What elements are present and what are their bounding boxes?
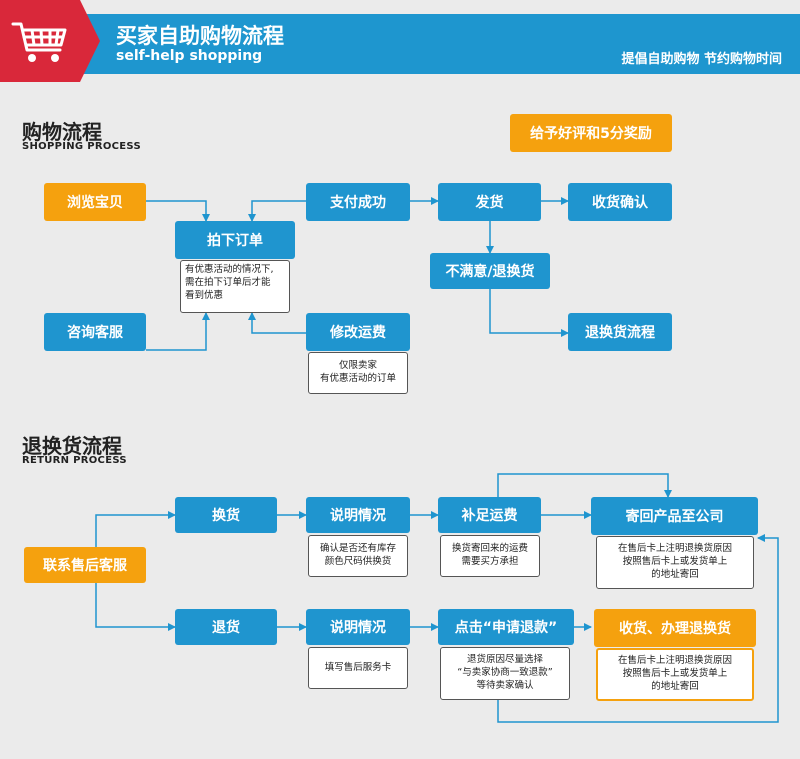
- receive-process-box: 收货、办理退换货: [594, 609, 756, 647]
- send-back-note: 在售后卡上注明退换货原因 按照售后卡上或发货单上 的地址寄回: [596, 536, 754, 589]
- send-back-note-line: 的地址寄回: [651, 568, 699, 580]
- header-slogan: 提倡自助购物 节约购物时间: [621, 52, 782, 67]
- reward-box: 给予好评和5分奖励: [510, 114, 672, 152]
- refund-box: 退货: [175, 609, 277, 645]
- modify-note-line: 仅限卖家: [338, 360, 377, 372]
- order-note-line: 需在拍下订单后才能: [185, 276, 271, 288]
- explain-exchange-note-line: 颜色尺码供换货: [324, 556, 392, 567]
- explain-refund-box: 说明情况: [306, 609, 410, 645]
- pay-box: 支付成功: [306, 183, 410, 221]
- contact-service-box: 联系售后客服: [24, 547, 146, 583]
- modify-note-line: 有优惠活动的订单: [319, 373, 396, 384]
- receive-process-note-line: 的地址寄回: [651, 680, 699, 692]
- freight-note-line: 换货寄回来的运费: [451, 543, 528, 555]
- shopping-title: 购物流程: [22, 120, 102, 144]
- shopping-subtitle: SHOPPING PROCESS: [22, 141, 141, 152]
- return-flow-box: 退换货流程: [568, 313, 672, 351]
- receive-process-note-line: 按照售后卡上或发货单上: [622, 668, 728, 680]
- header: 买家自助购物流程 self-help shopping 提倡自助购物 节约购物时…: [0, 0, 800, 82]
- apply-refund-note-line: “与卖家协商一致退款”: [457, 667, 553, 679]
- order-box: 拍下订单: [175, 221, 295, 259]
- confirm-box: 收货确认: [568, 183, 672, 221]
- send-back-box: 寄回产品至公司: [591, 497, 758, 535]
- freight-note: 换货寄回来的运费 需要买方承担: [440, 535, 540, 577]
- modify-freight-box: 修改运费: [306, 313, 410, 351]
- apply-refund-note-line: 退货原因尽量选择: [466, 654, 543, 666]
- returns-subtitle: RETURN PROCESS: [22, 455, 127, 466]
- unhappy-box: 不满意/退换货: [430, 253, 550, 289]
- consult-box: 咨询客服: [44, 313, 146, 351]
- explain-exchange-note: 确认是否还有库存 颜色尺码供换货: [308, 535, 408, 577]
- order-note-line: 有优惠活动的情况下,: [185, 264, 274, 275]
- receive-process-note-line: 在售后卡上注明退换货原因: [617, 655, 732, 667]
- order-note: 有优惠活动的情况下, 需在拍下订单后才能 看到优惠: [180, 260, 290, 313]
- apply-refund-box: 点击“申请退款”: [438, 609, 574, 645]
- receive-process-note: 在售后卡上注明退换货原因 按照售后卡上或发货单上 的地址寄回: [596, 648, 754, 701]
- returns-title: 退换货流程: [22, 434, 122, 458]
- send-back-note-line: 在售后卡上注明退换货原因: [617, 543, 732, 555]
- send-back-note-line: 按照售后卡上或发货单上: [622, 556, 728, 568]
- modify-note: 仅限卖家 有优惠活动的订单: [308, 352, 408, 394]
- explain-refund-note: 填写售后服务卡: [308, 647, 408, 689]
- header-title: 买家自助购物流程: [116, 24, 284, 48]
- header-bar: [84, 14, 800, 74]
- order-note-line: 看到优惠: [185, 289, 224, 301]
- browse-box: 浏览宝贝: [44, 183, 146, 221]
- apply-refund-note-line: 等待卖家确认: [476, 679, 534, 691]
- explain-refund-note-line: 填写售后服务卡: [324, 661, 392, 673]
- apply-refund-note: 退货原因尽量选择 “与卖家协商一致退款” 等待卖家确认: [440, 647, 570, 700]
- header-subtitle: self-help shopping: [116, 48, 263, 64]
- explain-exchange-box: 说明情况: [306, 497, 410, 533]
- ship-box: 发货: [438, 183, 541, 221]
- explain-exchange-note-line: 确认是否还有库存: [319, 543, 396, 555]
- exchange-box: 换货: [175, 497, 277, 533]
- shopping-cart-icon: [11, 22, 67, 62]
- freight-box: 补足运费: [438, 497, 541, 533]
- freight-note-line: 需要买方承担: [461, 556, 519, 567]
